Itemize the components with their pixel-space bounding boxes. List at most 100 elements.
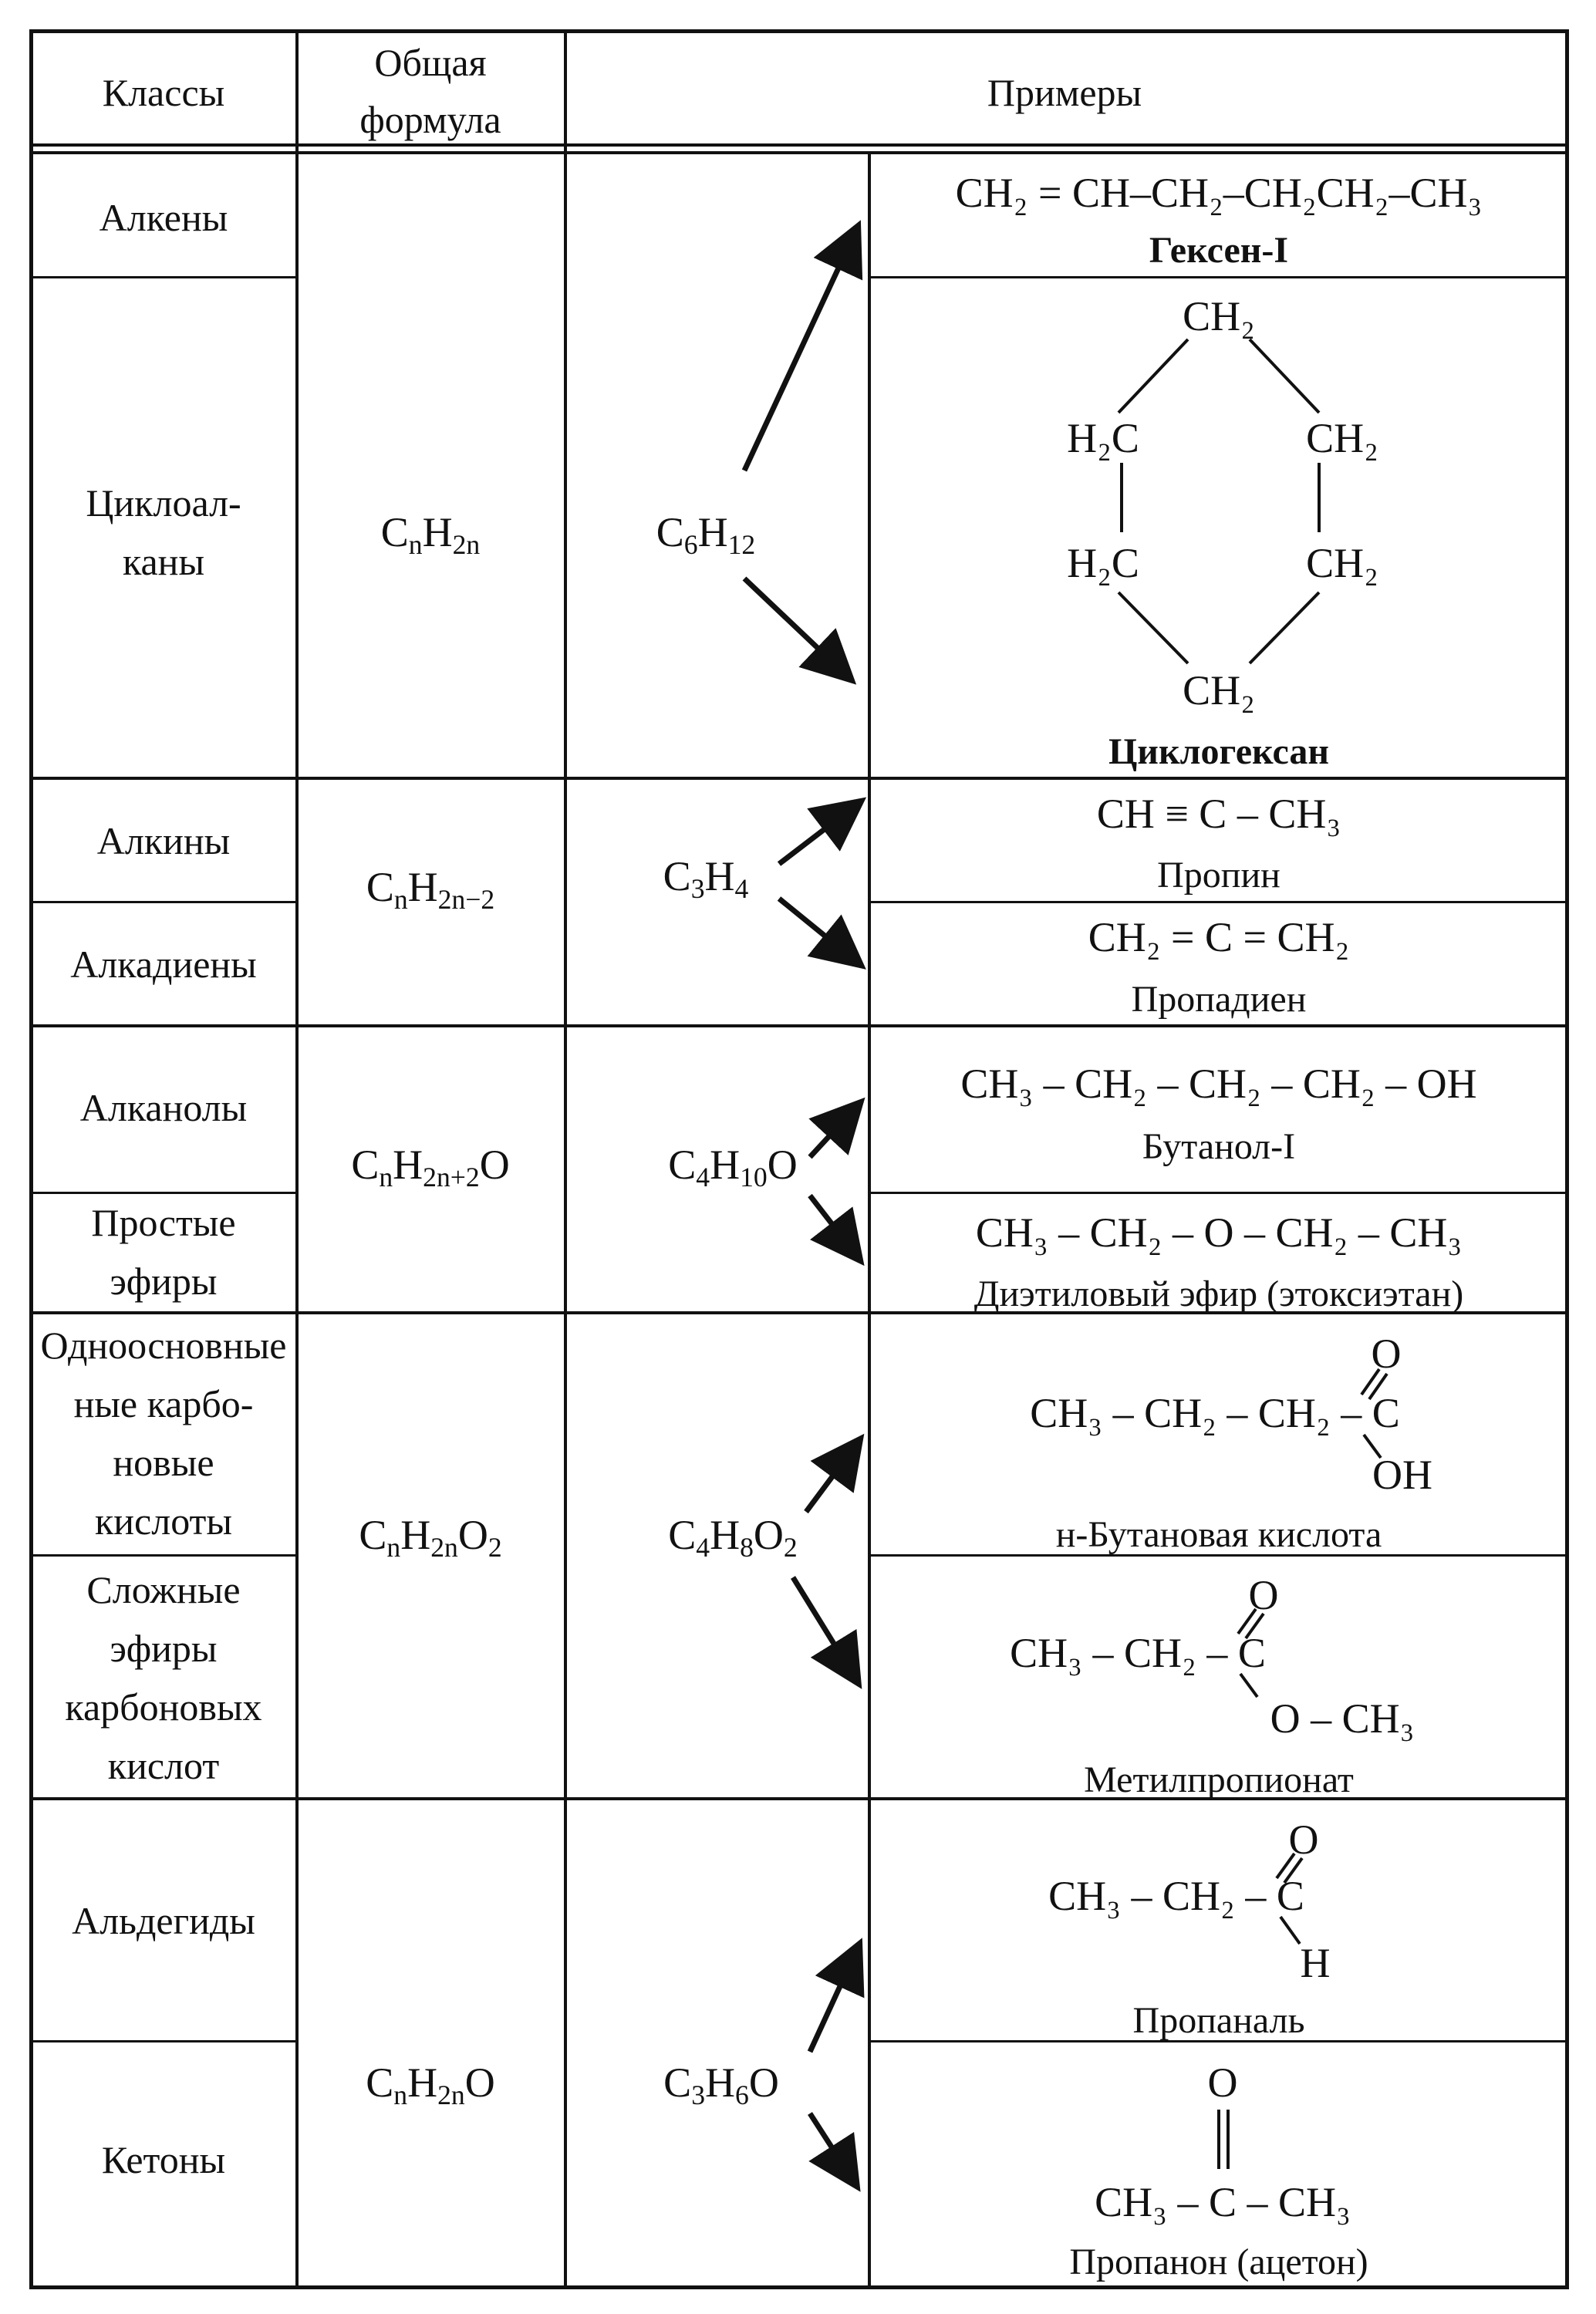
class-alkynes: Алкины (97, 811, 230, 870)
class-label-line: Алканолы (79, 1086, 248, 1129)
example-butanol-name: Бутанол-I (1142, 1126, 1296, 1167)
cyclohexane-atom-upper-left: H₂C (1067, 415, 1139, 461)
formula-element: C (351, 1142, 380, 1188)
arrow-c6h12-to-cyclohexane (742, 576, 857, 685)
class-label-line: Сложные (86, 1568, 241, 1611)
general-formula-cnh2n-2: CnH2n−2 (366, 864, 494, 913)
example-propanal-name: Пропаналь (1132, 2000, 1305, 2041)
class-alkadienes: Алкадиены (70, 935, 257, 993)
subrow-divider-2b (868, 901, 1568, 903)
example-ester-o-ch3: O – CH₃ (1270, 1695, 1415, 1742)
formula-subscript: n (393, 883, 408, 915)
formula-element: C (663, 2059, 692, 2106)
formula-subscript: 6 (683, 528, 698, 560)
formula-element: C (366, 864, 394, 910)
example-ester-chain: CH₃ – CH₂ – C (1010, 1630, 1266, 1676)
example-ester-top-o: O (1248, 1572, 1279, 1618)
col-divider-1 (295, 29, 299, 2289)
general-formula-cnh2no: CnH2nO (366, 2059, 494, 2109)
class-label-line: ные карбо- (73, 1382, 254, 1425)
formula-element: H (422, 509, 453, 555)
header-rule-2 (29, 151, 1568, 154)
formula-element: H (407, 2059, 438, 2106)
example-ether-formula: CH₃ – CH₂ – O – CH₂ – CH₃ (975, 1209, 1463, 1256)
table-border-right (1565, 29, 1569, 2289)
example-propyne-formula: CH ≡ C – CH₃ (1096, 791, 1341, 837)
molecular-formula-c3h6o: C3H6O (663, 2059, 779, 2109)
arrow-c3h6o-to-propanal (807, 1938, 865, 2053)
formula-element: C (359, 1512, 387, 1558)
arrow-c3h6o-to-acetone (808, 2112, 861, 2192)
formula-subscript: 3 (690, 872, 705, 904)
formula-element: C (663, 853, 691, 899)
subrow-divider-4b (868, 1554, 1568, 1557)
class-label-line: кислоты (95, 1499, 232, 1543)
formula-element: O (457, 1512, 488, 1558)
example-acetone-name: Пропанон (ацетон) (1069, 2241, 1368, 2282)
formula-subscript: 3 (691, 2079, 706, 2110)
subrow-divider-1a (29, 276, 297, 278)
general-formula-cnh2n+2o: CnH2n+2O (351, 1142, 509, 1191)
example-acid-name: н-Бутановая кислота (1055, 1514, 1382, 1555)
example-propyne-name: Пропин (1157, 855, 1281, 896)
header-examples: Примеры (987, 71, 1142, 114)
formula-subscript: 12 (727, 528, 756, 560)
arrow-c4h10o-to-ether (808, 1193, 865, 1267)
example-acid-top-o: O (1371, 1331, 1402, 1377)
example-propadiene-name: Пропадиен (1131, 979, 1307, 1020)
formula-element: H (705, 2059, 736, 2106)
group-divider-3 (29, 1311, 1568, 1314)
table-border-left (29, 29, 33, 2289)
formula-subscript: n (408, 528, 423, 560)
class-label-line: Алкены (99, 196, 228, 239)
cyclohexane-atom-bottom: CH₂ (1183, 667, 1255, 713)
example-propadiene-formula: CH₂ = C = CH₂ (1088, 914, 1350, 960)
arrow-c4h10o-to-butanol (808, 1097, 865, 1159)
header-general-formula-line1: Общая (374, 41, 487, 84)
formula-subscript: 4 (734, 872, 749, 904)
formula-subscript: 2 (783, 1531, 798, 1563)
formula-element: H (710, 1142, 741, 1188)
class-label-line: новые (113, 1441, 214, 1484)
class-label-line: каны (122, 540, 205, 583)
molecular-formula-c4h8o2: C4H8O2 (668, 1512, 797, 1561)
group-divider-4 (29, 1797, 1568, 1800)
molecular-formula-c4h10o: C4H10O (668, 1142, 797, 1191)
group-divider-2 (29, 1024, 1568, 1027)
example-butanol-formula: CH₃ – CH₂ – CH₂ – CH₂ – OH (960, 1061, 1477, 1107)
formula-element: C (656, 509, 684, 555)
formula-element: C (380, 509, 409, 555)
subrow-divider-5a (29, 2040, 297, 2042)
formula-element: H (704, 853, 735, 899)
formula-subscript: n (386, 1531, 401, 1563)
arrow-c4h8o2-to-ester (791, 1576, 862, 1689)
formula-element: H (407, 864, 438, 910)
example-hexene-formula: CH₂ = CH–CH₂–CH₂CH₂–CH₃ (955, 170, 1483, 216)
subrow-divider-5b (868, 2040, 1568, 2042)
formula-element: O (753, 1512, 784, 1558)
example-acetone-formula: CH₃ – C – CH₃ (1095, 2179, 1351, 2225)
example-cyclohexane-name: Циклогексан (1108, 731, 1330, 772)
formula-element: C (668, 1142, 697, 1188)
class-aldehydes: Альдегиды (72, 1891, 255, 1950)
class-label-line: эфиры (110, 1627, 218, 1670)
formula-subscript: 4 (696, 1161, 710, 1192)
class-alkenes: Алкены (100, 188, 228, 247)
cyclohexane-atom-upper-right: CH₂ (1306, 415, 1378, 461)
formula-subscript: 2 (488, 1531, 502, 1563)
formula-subscript: n (379, 1161, 393, 1192)
formula-element: C (668, 1512, 697, 1558)
arrow-c6h12-to-hexene (741, 220, 863, 472)
class-label-line: Кетоны (101, 2138, 226, 2181)
subrow-divider-1b (868, 276, 1568, 278)
formula-element: H (697, 509, 728, 555)
subrow-divider-2a (29, 901, 297, 903)
class-cycloalkanes: Циклоал-каны (86, 474, 241, 591)
